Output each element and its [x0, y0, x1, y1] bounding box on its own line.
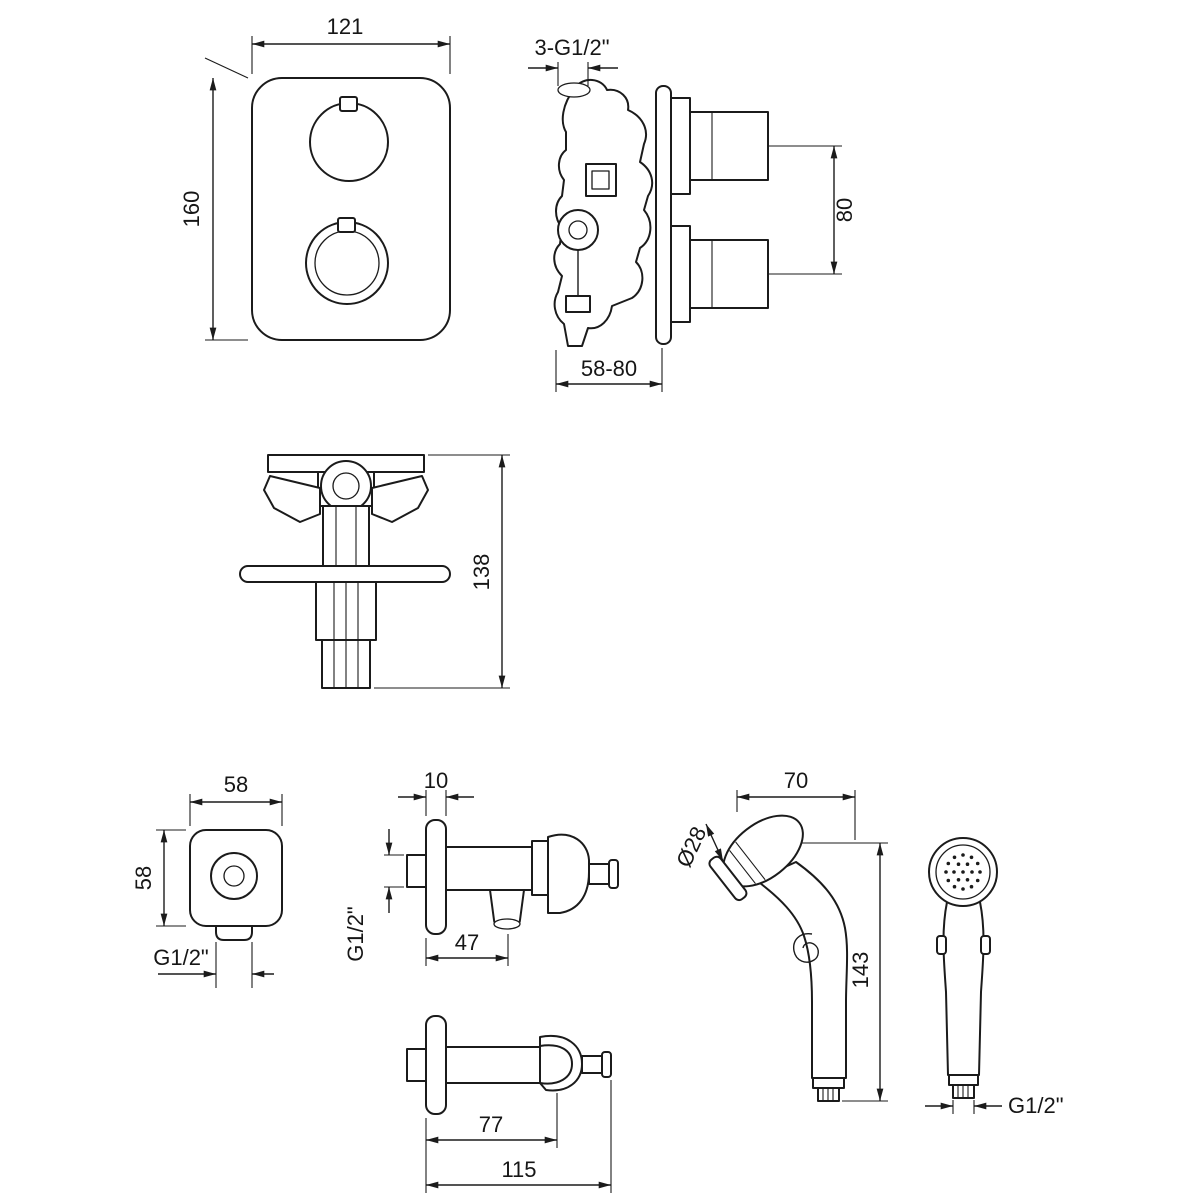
dim-port-spacing: 80	[832, 198, 857, 222]
dim-spout-length: 47	[455, 930, 479, 955]
outlet-horizontal-body	[445, 846, 533, 891]
handshower-trigger-clip	[793, 933, 819, 963]
holder-pin-top	[581, 1055, 603, 1074]
holder-hook-top	[539, 1035, 583, 1092]
top-knob-notch	[339, 96, 358, 112]
upper-outlet-cylinder	[689, 111, 769, 181]
valve-lower-port	[565, 295, 591, 313]
holder-pin-cap	[608, 859, 619, 889]
dim-outlet-height: 58	[131, 866, 156, 890]
handshower-clip-left	[936, 935, 947, 955]
upper-outlet-flange	[670, 97, 691, 195]
outlet-body-top	[445, 1046, 541, 1084]
dim-flange-depth: 10	[424, 768, 448, 793]
outlet-bore	[223, 865, 245, 887]
dim-head-diameter: Ø28	[671, 823, 711, 871]
bottom-knob-inner	[314, 230, 380, 296]
view-handshower-side: 70 Ø28 143	[671, 768, 888, 1102]
handshower-thread-label: G1/2"	[1008, 1093, 1064, 1118]
view-handshower-front: G1/2"	[925, 837, 1064, 1118]
view-trim-plate-front: 121 160	[179, 14, 451, 341]
handshower-connector-collar-front	[948, 1074, 979, 1086]
view-outlet-front: 58 58 G1/2"	[131, 772, 283, 988]
dim-depth-range: 58-80	[581, 356, 637, 381]
dim-plate-height: 160	[179, 191, 204, 228]
holder-pin-cap-top	[601, 1051, 612, 1078]
top-knob	[309, 102, 389, 182]
outlet-flange-side	[425, 819, 447, 935]
outlet-flange-top	[425, 1015, 447, 1115]
handshower-handle-front	[942, 901, 985, 1076]
mounting-plate	[239, 565, 451, 583]
holder-bracket	[547, 833, 590, 914]
valve-body	[553, 79, 654, 347]
valve-profile-cartridge-inner	[332, 472, 360, 500]
outlet-wall-thread-top	[406, 1048, 427, 1082]
handshower-head-side	[708, 814, 804, 902]
dim-hook-length: 77	[479, 1112, 503, 1137]
right-wing	[371, 475, 429, 523]
valve-cartridge-stem	[568, 220, 588, 240]
dim-valve-height: 138	[469, 554, 494, 591]
valve-port-inner	[591, 170, 610, 190]
outlet-spout-opening	[493, 918, 521, 930]
valve-thread-label: 3-G1/2"	[534, 35, 609, 60]
dim-total-length: 115	[501, 1157, 536, 1182]
dim-total-height: 143	[848, 952, 873, 989]
dim-head-length: 70	[784, 768, 808, 793]
outlet-thread-label: G1/2"	[153, 945, 209, 970]
trim-plate-body	[251, 77, 451, 341]
view-outlet-top: 77 115	[406, 1015, 612, 1193]
lower-outlet-flange	[670, 225, 691, 323]
view-valve-profile: 138	[239, 454, 510, 689]
valve-neck	[322, 505, 370, 567]
valve-top-thread-port	[557, 82, 591, 98]
lower-outlet-cylinder	[689, 239, 769, 309]
outlet-side-thread-label: G1/2"	[343, 906, 368, 962]
outlet-bottom-tab	[215, 925, 253, 941]
handshower-clip-right	[980, 935, 991, 955]
dim-plate-width: 121	[327, 14, 364, 39]
bottom-knob-notch	[337, 217, 356, 233]
holder-collar	[531, 840, 549, 896]
holder-pin	[588, 863, 610, 885]
handshower-handle-side	[755, 861, 849, 1079]
outlet-wall-thread	[406, 854, 427, 888]
spray-nozzle-pattern	[944, 853, 982, 891]
wall-plate	[655, 85, 672, 345]
view-outlet-side: 10 G1/2" 47	[343, 768, 619, 966]
handshower-connector-collar	[812, 1077, 845, 1089]
dim-outlet-width: 58	[224, 772, 248, 797]
view-valve-side: 3-G1/2" 80 58-80	[528, 35, 857, 392]
left-wing	[263, 475, 321, 523]
